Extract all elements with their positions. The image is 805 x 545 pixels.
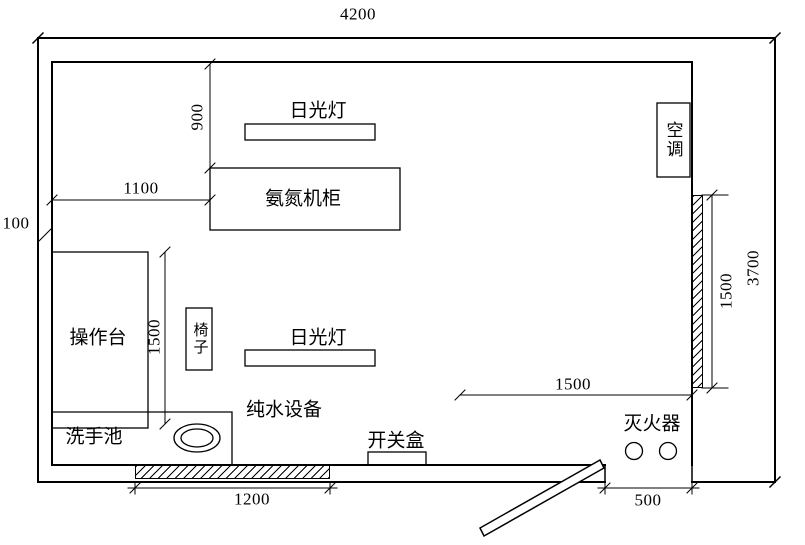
outer-wall [37, 37, 776, 483]
dim-floor-zone-label: 1500 [555, 374, 591, 394]
dim-1500-bench [159, 246, 171, 430]
chair-label: 椅子 [191, 322, 208, 356]
dim-cabinet-offset-label: 1100 [123, 178, 159, 198]
dim-1500-window [701, 189, 729, 394]
window-right-hatch [692, 195, 703, 388]
switch-box-outline [367, 451, 427, 466]
ac-outline [656, 102, 691, 178]
door-jambs [604, 464, 693, 483]
dim-window-right-label: 1500 [716, 273, 736, 309]
lamp-top-outline [244, 123, 376, 141]
cabinet-outline [209, 167, 401, 231]
dim-bench-length-label: 1500 [144, 319, 164, 355]
sink-counter [51, 411, 233, 466]
fire-extinguisher-label: 灭火器 [623, 413, 681, 435]
workbench-outline [51, 251, 149, 429]
dim-lamp-offset-label: 900 [187, 103, 207, 131]
chair-outline [185, 307, 213, 371]
pure-water-label: 纯水设备 [245, 399, 323, 421]
fire-extinguisher-1 [624, 441, 644, 461]
dim-overall-width-ticks [31, 31, 782, 45]
dim-900 [204, 58, 216, 174]
lamp-bottom-outline [244, 349, 376, 367]
lamp-bottom-label: 日光灯 [289, 327, 347, 349]
switch-box-label: 开关盒 [367, 430, 425, 452]
sink-basin-inner [180, 428, 214, 448]
dim-500 [597, 481, 700, 495]
dim-overall-height-label: 3700 [743, 250, 763, 286]
dim-overall-width-label: 4200 [340, 4, 376, 24]
dim-1200 [127, 481, 338, 495]
dim-window-bottom-label: 1200 [234, 489, 270, 509]
ac-label: 空调 [663, 121, 683, 159]
dim-wall-offset-label: 100 [2, 213, 30, 233]
dim-overall-height-ticks [768, 475, 782, 489]
sink-label: 洗手池 [65, 426, 123, 448]
cabinet-label: 氨氮机柜 [264, 188, 342, 210]
sink-basin-outer [173, 423, 221, 453]
fire-extinguisher-2 [658, 441, 678, 461]
dim-door-width-label: 500 [634, 490, 662, 510]
dim-1500-floor [454, 389, 698, 401]
workbench-label: 操作台 [69, 327, 127, 349]
dim-100-tick [37, 227, 53, 243]
dim-1100 [46, 194, 216, 206]
window-bottom-hatch [135, 465, 330, 479]
door-leaf [479, 458, 605, 538]
lamp-top-label: 日光灯 [289, 100, 347, 122]
